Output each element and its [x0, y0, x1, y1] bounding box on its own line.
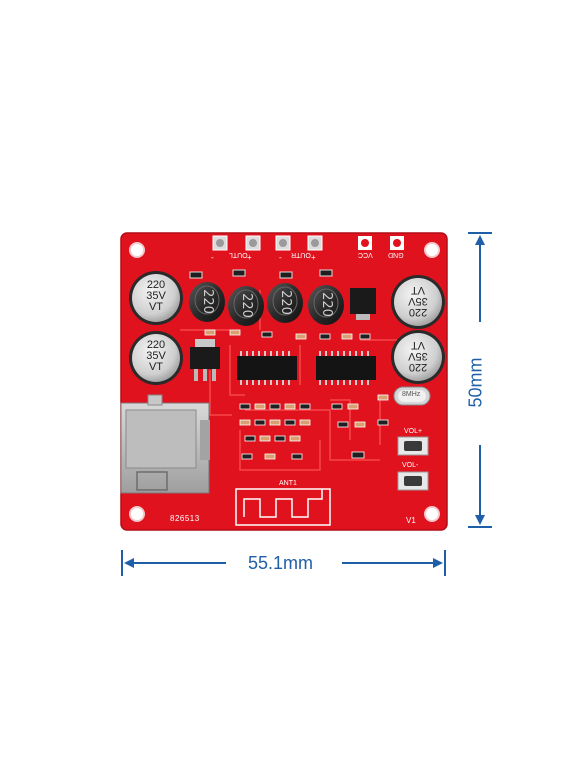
- version-label: V1: [406, 516, 416, 525]
- mount-hole: [129, 506, 145, 522]
- width-arrow-left: [124, 558, 134, 568]
- board-id-label: 826513: [170, 514, 200, 523]
- pcb-traces: [180, 290, 400, 471]
- inductor: [189, 282, 225, 322]
- cap-voltage: 35V: [146, 290, 166, 302]
- vol-up-label: VOL+: [404, 428, 423, 435]
- capacitor-label: 220 35V VT: [138, 340, 174, 373]
- mount-hole: [129, 242, 145, 258]
- crystal-oscillator: [393, 386, 431, 406]
- cap-value: 220: [146, 339, 166, 351]
- mount-hole: [424, 506, 440, 522]
- cap-series: VT: [148, 361, 164, 373]
- volume-buttons: [397, 436, 429, 491]
- vol-down-label: VOL-: [402, 462, 419, 469]
- ic-chip: [316, 351, 376, 385]
- capacitor-label: 220 35V VT: [138, 280, 174, 313]
- height-arrow-top: [475, 235, 485, 245]
- crystal-label: 8MHz: [402, 391, 421, 398]
- width-dimension-label: 55.1mm: [248, 553, 314, 573]
- capacitors: [129, 271, 445, 385]
- amplifier-chips: [237, 351, 376, 385]
- sd-card-slot: [120, 394, 210, 494]
- capacitor: [129, 271, 183, 325]
- outl-minus-label: -: [211, 253, 214, 262]
- mount-hole: [424, 242, 440, 258]
- capacitor: [391, 330, 445, 384]
- ic-chip: [237, 351, 297, 385]
- capacitor: [391, 275, 445, 329]
- width-arrow-right: [433, 558, 443, 568]
- inductor: [308, 285, 344, 325]
- capacitor: [129, 331, 183, 385]
- inductor: [228, 286, 264, 326]
- height-dimension-label: 50mm: [465, 357, 486, 408]
- inductors: [189, 282, 344, 326]
- outl-plus-label: +: [247, 253, 252, 262]
- cap-value: 220: [146, 279, 166, 291]
- height-arrow-bottom: [475, 515, 485, 525]
- antenna-label: ANT1: [279, 480, 297, 487]
- pin-label-row: - OUTL + - OUTR + VCC GND: [211, 251, 441, 269]
- voltage-regulator: [190, 339, 220, 381]
- outr-plus-label: +: [311, 253, 316, 262]
- cap-voltage: 35V: [146, 350, 166, 362]
- inductor: [267, 283, 303, 323]
- output-terminals: [212, 235, 404, 251]
- pcb-antenna: [235, 488, 331, 526]
- smd-components: [189, 269, 389, 460]
- power-diode: [350, 288, 376, 314]
- cap-series: VT: [148, 301, 164, 313]
- outr-minus-label: -: [279, 253, 282, 262]
